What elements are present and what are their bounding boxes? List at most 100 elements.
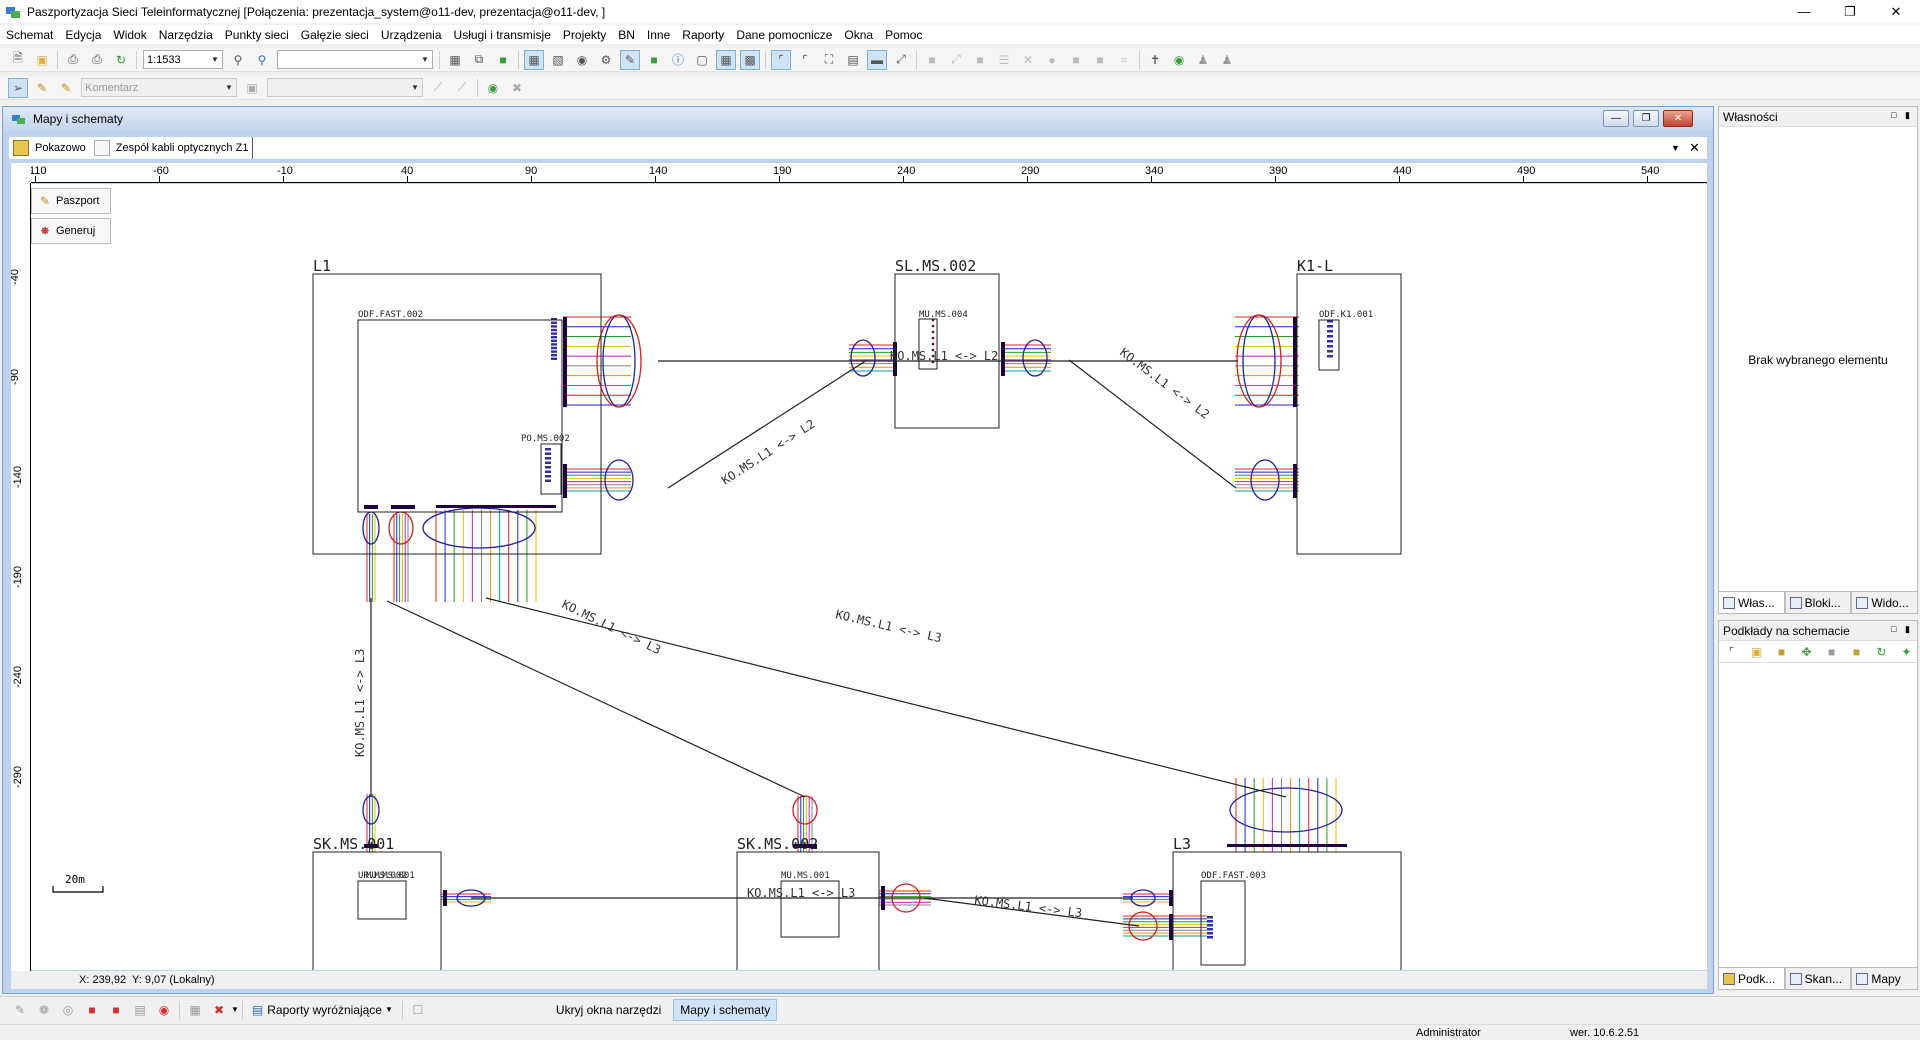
lock-button[interactable]: ▣ (242, 78, 262, 98)
person-2-button[interactable]: ♟ (1217, 50, 1237, 70)
minimize-button[interactable]: — (1782, 0, 1826, 23)
red-stop-2-button[interactable]: ■ (106, 1000, 126, 1020)
route-button[interactable]: ◉ (483, 78, 503, 98)
generate-button[interactable]: ✸ Generuj (31, 218, 111, 244)
map-edit-button[interactable]: ■ (1848, 642, 1865, 662)
map-button[interactable]: ■ (493, 50, 513, 70)
chevron-down-icon[interactable]: ▼ (231, 1005, 239, 1014)
ruler-button[interactable]: ▬ (867, 49, 887, 70)
device-mu-ms-001[interactable] (780, 880, 840, 938)
new-document-button[interactable]: 🗎 (8, 50, 28, 70)
menu-urzadzenia[interactable]: Urządzenia (380, 27, 442, 42)
table-button[interactable]: ▧ (548, 50, 568, 70)
menu-projekty[interactable]: Projekty (562, 27, 607, 42)
menu-uslugi[interactable]: Usługi i transmisje (453, 27, 551, 42)
disabled-tool-3[interactable]: ■ (970, 50, 990, 70)
print-preview-button[interactable]: ⎙ (63, 50, 83, 70)
expand-button[interactable]: ⤢ (891, 50, 911, 70)
passport-button[interactable]: ✎ Paszport (31, 188, 111, 214)
grid-blue-button[interactable]: ▦ (716, 49, 736, 70)
menu-galezie-sieci[interactable]: Gałęzie sieci (300, 27, 369, 42)
image-button[interactable]: ■ (644, 50, 664, 70)
disabled-tool-8[interactable]: ≈ (1114, 50, 1134, 70)
frame-select-button[interactable]: ⌜ (1723, 642, 1740, 662)
print-button[interactable]: ⎙ (87, 50, 107, 70)
frame-tool-button[interactable]: ▦ (185, 1000, 205, 1020)
zoom-in-button[interactable]: ⚲ (252, 50, 272, 70)
panel-pin-icon[interactable]: ▮ (1905, 110, 1910, 120)
network-schema[interactable]: L1 SL.MS.002 K1-L SK.MS.001 SK.MS.002 L3… (31, 184, 1707, 970)
target-button[interactable]: ◎ (58, 1000, 78, 1020)
disabled-tool-7[interactable]: ■ (1090, 50, 1110, 70)
align-button[interactable]: ▤ (843, 50, 863, 70)
frame-2-button[interactable]: ⌜ (795, 50, 815, 70)
menu-dane-pomocnicze[interactable]: Dane pomocnicze (736, 27, 833, 42)
search-select[interactable]: ▼ (277, 50, 433, 69)
menu-widok[interactable]: Widok (113, 27, 147, 42)
red-stop-button[interactable]: ■ (82, 1000, 102, 1020)
zoom-out-button[interactable]: ⚲ (228, 50, 248, 70)
copy-button[interactable]: ⧉ (469, 50, 489, 70)
maps-window-button[interactable]: Mapy i schematy (673, 998, 778, 1021)
mdi-minimize-button[interactable]: — (1603, 110, 1629, 127)
mdi-close-button[interactable]: ✕ (1663, 110, 1693, 127)
tab-wlasnosci[interactable]: Włas... (1718, 592, 1785, 614)
add-background-button[interactable]: ✦ (1898, 642, 1915, 662)
cable-line-l1-sl[interactable] (667, 359, 868, 489)
menu-bn[interactable]: BN (618, 27, 635, 42)
layer-select[interactable]: ▼ (267, 78, 423, 97)
grid-toggle-button[interactable]: ▦ (524, 49, 544, 70)
device-odf-fast-003[interactable] (1200, 880, 1246, 966)
globe-button[interactable]: ◉ (1169, 50, 1189, 70)
node-sl-ms-002[interactable] (894, 273, 1000, 429)
tab-bloki[interactable]: Bloki... (1784, 592, 1852, 614)
menu-okna[interactable]: Okna (844, 27, 874, 42)
cross-button[interactable]: ✖ (507, 78, 527, 98)
tiles-button[interactable]: ▩ (740, 49, 760, 70)
node-l3[interactable] (1172, 851, 1402, 970)
export-button[interactable]: ▤ (130, 1000, 150, 1020)
tabs-dropdown-icon[interactable]: ▼ (1671, 143, 1680, 153)
open-folder-button[interactable]: ▣ (32, 50, 52, 70)
comment-select[interactable]: Komentarz ▼ (81, 78, 237, 97)
cable-line-l1-l3[interactable] (485, 597, 1287, 798)
device-odf-fast-002[interactable] (357, 319, 563, 513)
device-odf-k1-001[interactable] (1318, 319, 1340, 371)
tab-zespol-kabli[interactable]: Zespół kabli optycznych Z1 (90, 137, 254, 159)
reports-highlight-button[interactable]: ▤ Raporty wyróżniające ▼ (246, 999, 399, 1021)
device-mu-ms-004[interactable] (918, 318, 938, 370)
tab-podklady[interactable]: Podk... (1718, 968, 1785, 990)
draw-line-button[interactable]: ✎ (56, 78, 76, 98)
hide-tools-button[interactable]: Ukryj okna narzędzi (550, 999, 667, 1021)
node-k1-l[interactable] (1296, 273, 1402, 555)
line-style-button[interactable]: ⟋ (428, 78, 448, 98)
route-tool-button[interactable]: ❁ (34, 1000, 54, 1020)
line-style-2-button[interactable]: ⟋ (452, 78, 472, 98)
binoculars-button[interactable]: ◉ (572, 50, 592, 70)
node-l1[interactable] (312, 273, 602, 555)
restore-button[interactable]: ❐ (1828, 0, 1872, 23)
edit-mode-button[interactable]: ✎ (620, 49, 640, 70)
menu-pomoc[interactable]: Pomoc (885, 27, 923, 42)
disabled-tool-4[interactable]: ☰ (994, 50, 1014, 70)
panel-float-icon[interactable]: □ (1891, 110, 1897, 120)
draw-button[interactable]: ✎ (32, 78, 52, 98)
pointer-button[interactable]: ➢ (8, 77, 28, 98)
cable-line-sl-k1[interactable] (1068, 359, 1237, 489)
menu-edycja[interactable]: Edycja (65, 27, 102, 42)
schema-canvas[interactable]: L1 SL.MS.002 K1-L SK.MS.001 SK.MS.002 L3… (31, 184, 1707, 970)
tab-widoki[interactable]: Wido... (1851, 592, 1919, 614)
mdi-restore-button[interactable]: ❐ (1633, 110, 1659, 127)
info-button[interactable]: ⓘ (668, 50, 688, 70)
node-sk-ms-002[interactable] (736, 851, 880, 970)
red-target-button[interactable]: ◉ (154, 1000, 174, 1020)
menu-narzedzia[interactable]: Narzędzia (158, 27, 213, 42)
tab-skany[interactable]: Skan... (1784, 968, 1852, 990)
panel-float-icon[interactable]: □ (1891, 624, 1897, 634)
refresh-button[interactable]: ↻ (111, 50, 131, 70)
scale-select[interactable]: 1:1533 ▼ (143, 50, 223, 69)
device-ur-ms-002[interactable] (357, 880, 407, 920)
fit-button[interactable]: ⛶ (819, 50, 839, 70)
disabled-tool-5[interactable]: ● (1042, 50, 1062, 70)
disabled-tool-2[interactable]: ⤢ (946, 50, 966, 70)
